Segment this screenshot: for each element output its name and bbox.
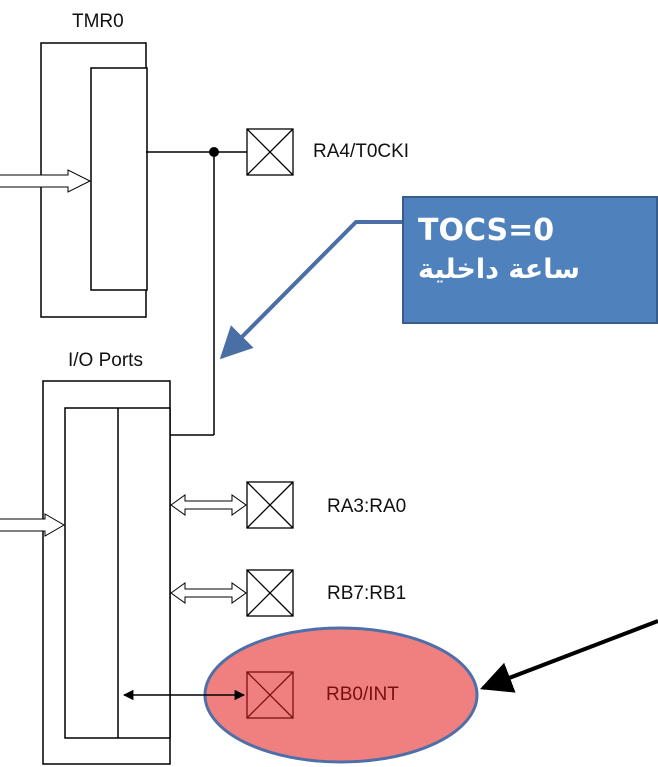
io-input-arrow xyxy=(0,513,65,537)
pin-rb7-rb1-label: RB7:RB1 xyxy=(327,583,407,604)
io-ports-title: I/O Ports xyxy=(68,350,143,371)
tmr0-register xyxy=(90,67,148,291)
rb0-pointer-arrow xyxy=(480,619,658,693)
rb7-rb1-bidir-arrow xyxy=(170,582,247,604)
tmr0-input-arrow xyxy=(0,169,92,193)
pin-rb7-rb1-box xyxy=(246,569,294,617)
pin-ra3-ra0-label: RA3:RA0 xyxy=(327,496,407,517)
tmr0-title: TMR0 xyxy=(72,11,124,32)
tocs-callout-box: TOCS=0 ساعة داخلية xyxy=(402,196,658,324)
callout-pointer-arrow xyxy=(219,220,402,360)
ra3-ra0-bidir-arrow xyxy=(170,494,247,516)
pin-rb0-box xyxy=(246,671,294,719)
pin-ra3-ra0-box xyxy=(246,481,294,529)
pin-ra4-label: RA4/T0CKI xyxy=(313,141,410,162)
pin-ra4-box xyxy=(246,128,294,176)
pin-rb0-label: RB0/INT xyxy=(326,684,399,705)
callout-line2: ساعة داخلية xyxy=(418,254,580,285)
callout-line1: TOCS=0 xyxy=(418,213,555,248)
